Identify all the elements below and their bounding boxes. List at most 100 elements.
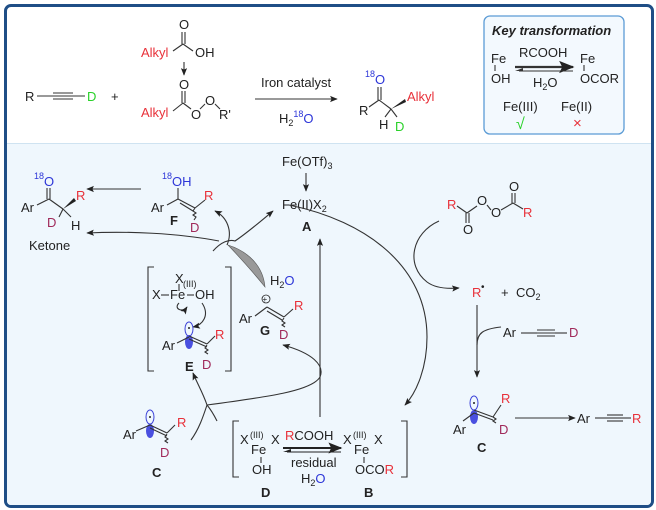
label-C: C [152,465,162,480]
ketone-final: 18 O Ar R D H Ketone [21,171,85,253]
diacyl-peroxide: R O O O O R [447,179,532,237]
o-label: O [205,93,215,108]
alkyl-label: Alkyl [141,105,169,120]
h2o-label: H2O [533,75,558,92]
reagent-hook [476,326,502,346]
deuterium-label: D [395,119,404,134]
isotope-label: 18 [365,69,375,79]
deuterium-label: D [160,445,169,460]
r-label: R [472,285,481,300]
x-label: X [152,287,161,302]
fe-label: Fe [251,442,266,457]
oh-label: OH [195,287,215,302]
ar-label: Ar [162,338,176,353]
deuterium-label: D [87,89,96,104]
arrow-to-G [206,343,322,406]
o-label: O [477,193,487,208]
r-label: R [294,298,303,313]
deuterium-label: D [202,357,211,372]
oh-label: OH [252,462,272,477]
water-label: H218O [279,109,314,128]
fe2-label: Fe(II) [561,99,592,114]
figure-frame: R D + Alkyl O OH Alkyl O O [4,4,654,508]
arrow-to-E [192,372,208,406]
deuterium-label: D [47,215,56,230]
scheme-canvas: R D + Alkyl O OH Alkyl O O [21,15,641,500]
deuterium-label: D [279,327,288,342]
arc-from-C [190,404,208,441]
deuterium-label: D [190,220,199,235]
o-label: O [191,107,201,122]
fe-label: Fe [580,51,595,66]
plus-sign: + [111,89,119,104]
h2o-label: H2O [301,471,326,488]
r-label: R [501,391,510,406]
co2-label: CO2 [516,285,541,302]
arrow-A-to-B [288,204,428,406]
isotope-label: 18 [34,171,44,181]
oh-label: OH [491,71,511,86]
label-C: C [477,440,487,455]
fe-otf3-label: Fe(OTf)3 [282,154,333,171]
arrow-to-radical [413,220,460,292]
radical-dot: • [481,282,485,293]
water-attack-wedge [226,244,266,288]
x-label: X [240,432,249,447]
o-label: O [463,222,473,237]
rcooh-label: RCOOH [285,428,333,443]
arc-split [206,404,218,422]
ar-label: Ar [21,200,35,215]
arrow-to-F [214,210,230,246]
vinyl-radical-C-right: R D Ar C [453,391,510,455]
species-D-B: X (III) X Fe OH D RCOOH residual H2O X (… [232,420,408,500]
plus-sign: + [501,285,509,300]
key-box-title: Key transformation [492,23,611,38]
r-label: R [177,415,186,430]
fe2-x2-label: Fe(II)X2 [282,197,327,214]
r-label: R [25,89,34,104]
label-E: E [185,359,194,374]
reaction-arrow: Iron catalyst H218O [255,75,338,128]
alkyl-label: Alkyl [407,89,435,104]
r-label: R [359,103,368,118]
r-prime-label: R' [219,107,231,122]
h2o-label: H2O [270,273,295,290]
oxidation-state: (III) [353,430,367,440]
cation-plus: + [263,295,268,304]
alkyl-radical: R • + CO2 [472,282,541,302]
ketone-caption: Ketone [29,238,70,253]
fe-otf3-precatalyst: Fe(OTf)3 [282,154,333,192]
alkyne-reactant: R D [25,89,96,104]
ocor-label: OCOR [355,462,394,477]
label-D: D [261,485,270,500]
r-label: R [447,197,456,212]
fe-label: Fe [491,51,506,66]
label-B: B [364,485,373,500]
iron-catalyst-label: Iron catalyst [261,75,331,90]
oxidation-state: (III) [250,430,264,440]
deuterium-label: D [499,422,508,437]
label-F: F [170,213,178,228]
x-label: X [374,432,383,447]
residual-label: residual [291,455,337,470]
o-label: O [375,72,385,87]
fe-label: Fe [354,442,369,457]
cross-icon: × [573,115,582,132]
r-label: R [215,327,224,342]
species-E: X (III) X Fe OH Ar R D E [147,266,232,374]
isotope-label: 18 [162,171,172,181]
arrow-to-A [212,210,274,252]
ar-label: Ar [577,411,591,426]
x-label: X [271,432,280,447]
o-label: O [179,17,189,32]
ar-label: Ar [453,422,467,437]
oh-label: OH [172,174,192,189]
o-label: O [491,205,501,220]
x-label: X [175,271,184,286]
label-G: G [260,323,270,338]
ketone-product: 18 O R Alkyl H D [359,69,435,134]
fe-label: Fe [170,287,185,302]
key-transformation-box: Key transformation Fe OH RCOOH H2O Fe OC… [483,15,625,135]
oxidation-state: (III) [183,279,197,289]
label-A: A [302,219,312,234]
